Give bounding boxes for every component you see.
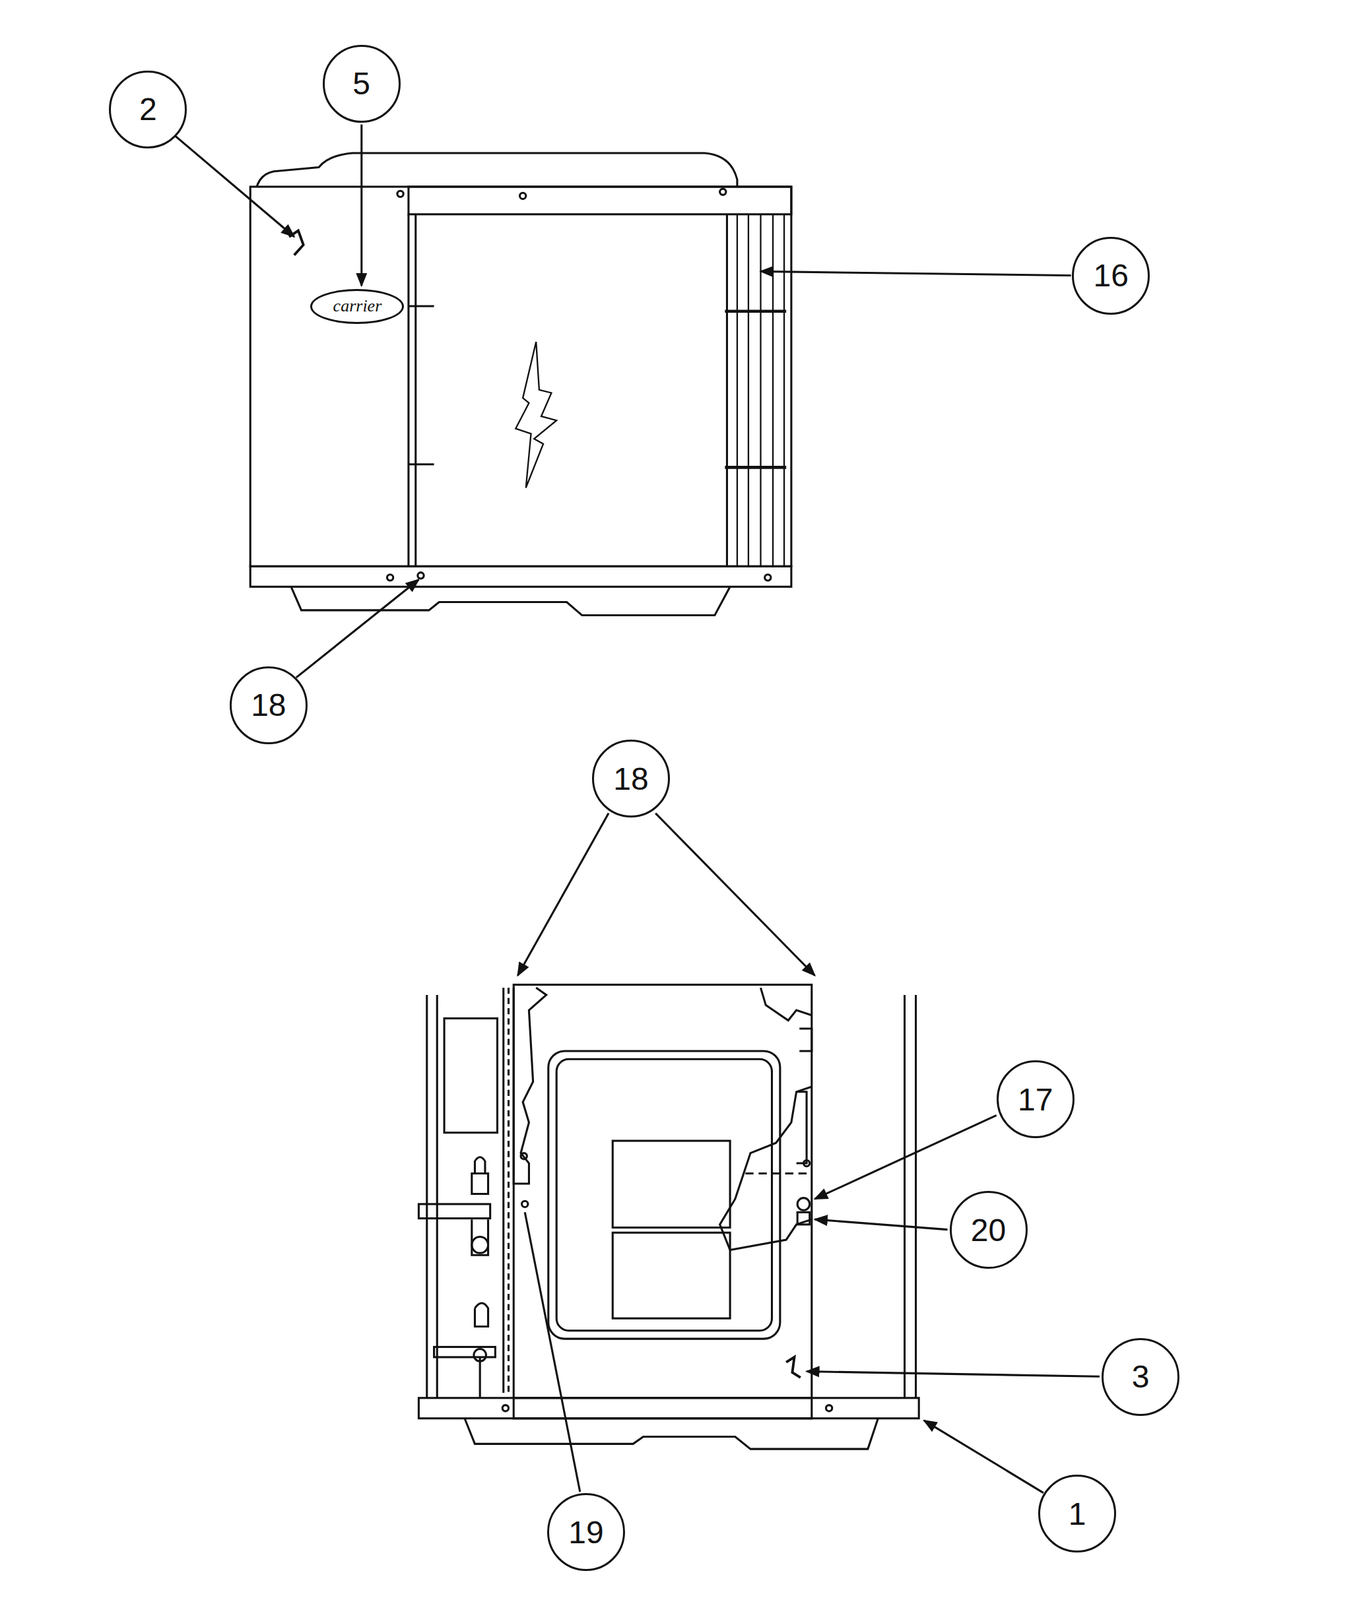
callout-label: 18 — [613, 761, 649, 798]
callout-number: 16 — [1071, 236, 1150, 315]
callout-number: 17 — [996, 1060, 1075, 1139]
callout-label: 5 — [352, 65, 371, 102]
callout-number: 19 — [547, 1493, 626, 1572]
callout-number: 18 — [229, 666, 308, 745]
callout-label: 19 — [568, 1514, 604, 1552]
callout-label: 2 — [139, 91, 158, 128]
callout-number: 3 — [1101, 1338, 1180, 1417]
callout-label: 18 — [250, 687, 286, 724]
callout-number: 18 — [592, 739, 670, 818]
logo-text: carrier — [333, 296, 383, 317]
callout-label: 3 — [1131, 1358, 1150, 1396]
callout-label: 20 — [970, 1212, 1006, 1249]
callout-label: 17 — [1017, 1081, 1053, 1119]
callout-number: 5 — [322, 44, 401, 123]
callout-number: 1 — [1038, 1475, 1117, 1554]
brand-logo: carrier — [310, 289, 404, 325]
callout-label: 16 — [1092, 257, 1128, 294]
callout-number: 20 — [949, 1191, 1028, 1270]
callout-label: 1 — [1068, 1496, 1087, 1533]
callout-number: 2 — [108, 70, 187, 149]
